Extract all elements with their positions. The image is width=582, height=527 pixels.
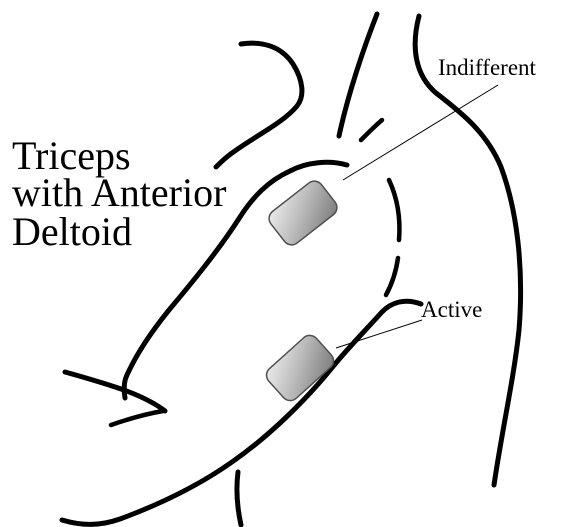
outline-neck-strand <box>216 43 302 167</box>
indifferent-label: Indifferent <box>438 55 537 80</box>
arm-outline <box>62 14 521 525</box>
outline-mid-upper <box>389 180 399 240</box>
outline-dash-left <box>111 411 163 425</box>
electrode-active <box>263 332 337 405</box>
active-label: Active <box>421 297 482 322</box>
outline-mid-lower <box>386 258 398 295</box>
outline-back-contour <box>415 16 520 485</box>
active-leader-line <box>336 320 422 348</box>
electrode-indifferent <box>265 178 340 249</box>
title-line-3: Deltoid <box>12 209 132 254</box>
outline-arm-bottom <box>62 301 421 524</box>
outline-upper-strand <box>339 14 377 136</box>
diagram-title: Triceps with Anterior Deltoid <box>12 133 236 254</box>
outline-forearm-fold <box>65 372 165 411</box>
outline-lower-vertical <box>237 472 241 525</box>
outline-dash-top <box>361 120 382 140</box>
